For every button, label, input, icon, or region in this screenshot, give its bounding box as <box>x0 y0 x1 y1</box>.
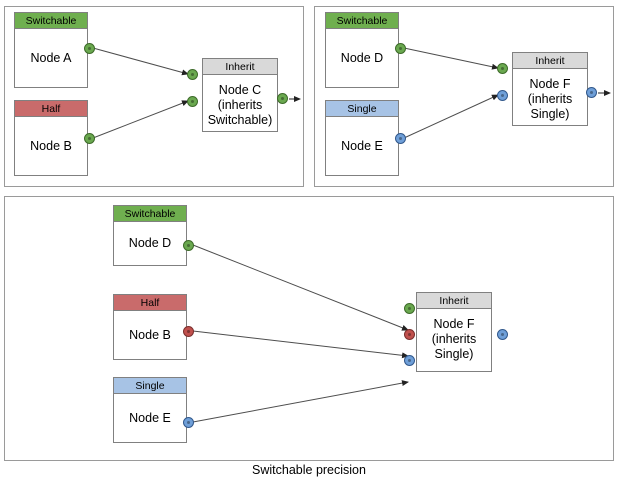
diagram-caption: Switchable precision <box>252 463 366 477</box>
node-f2-label-line3: Single) <box>434 347 474 361</box>
node-f2-label-line2: (inherits <box>431 332 477 346</box>
port-node-f-in-2[interactable] <box>497 90 508 101</box>
node-f-label-line2: (inherits <box>527 92 573 106</box>
port-node-f2-out[interactable] <box>497 329 508 340</box>
node-b2-header: Half <box>114 295 186 311</box>
node-f[interactable]: Inherit Node F (inherits Single) <box>512 52 588 126</box>
node-d2-header: Switchable <box>114 206 186 222</box>
node-f2-label-line1: Node F <box>433 317 475 331</box>
port-node-f2-in-1[interactable] <box>404 303 415 314</box>
node-f2[interactable]: Inherit Node F (inherits Single) <box>416 292 492 372</box>
node-e-header: Single <box>326 101 398 117</box>
node-b-label: Node B <box>30 138 72 153</box>
port-node-c-out[interactable] <box>277 93 288 104</box>
port-node-f-out[interactable] <box>586 87 597 98</box>
node-f2-label: Node F (inherits Single) <box>417 309 491 371</box>
node-c-label: Node C (inherits Switchable) <box>203 75 277 131</box>
node-f2-header: Inherit <box>417 293 491 309</box>
node-a-header: Switchable <box>15 13 87 29</box>
port-node-b2-out[interactable] <box>183 326 194 337</box>
node-e2-header: Single <box>114 378 186 394</box>
port-node-a-out[interactable] <box>84 43 95 54</box>
port-node-c-in-1[interactable] <box>187 69 198 80</box>
node-f-label-line3: Single) <box>530 107 570 121</box>
port-node-d2-out[interactable] <box>183 240 194 251</box>
port-node-d-out[interactable] <box>395 43 406 54</box>
node-e2[interactable]: Single Node E <box>113 377 187 443</box>
node-c-label-line1: Node C <box>218 83 262 97</box>
node-e-label: Node E <box>341 138 383 153</box>
node-d-label: Node D <box>340 50 384 65</box>
node-f-label: Node F (inherits Single) <box>513 69 587 125</box>
node-c[interactable]: Inherit Node C (inherits Switchable) <box>202 58 278 132</box>
node-e[interactable]: Single Node E <box>325 100 399 176</box>
node-b2[interactable]: Half Node B <box>113 294 187 360</box>
node-f-label-line1: Node F <box>529 77 571 91</box>
node-f-header: Inherit <box>513 53 587 69</box>
port-node-f2-in-3[interactable] <box>404 355 415 366</box>
node-e2-label: Node E <box>129 410 171 425</box>
node-c-label-line2: (inherits <box>217 98 263 112</box>
node-c-label-line3: Switchable) <box>207 113 273 127</box>
node-d2-label: Node D <box>128 236 172 250</box>
node-d[interactable]: Switchable Node D <box>325 12 399 88</box>
port-node-b-out[interactable] <box>84 133 95 144</box>
node-b-header: Half <box>15 101 87 117</box>
node-b[interactable]: Half Node B <box>14 100 88 176</box>
node-c-header: Inherit <box>203 59 277 75</box>
node-d-header: Switchable <box>326 13 398 29</box>
port-node-e-out[interactable] <box>395 133 406 144</box>
node-d2[interactable]: Switchable Node D <box>113 205 187 266</box>
panel-bottom <box>4 196 614 461</box>
port-node-e2-out[interactable] <box>183 417 194 428</box>
node-a-label: Node A <box>30 50 72 65</box>
node-b2-label: Node B <box>129 327 171 342</box>
node-a[interactable]: Switchable Node A <box>14 12 88 88</box>
port-node-c-in-2[interactable] <box>187 96 198 107</box>
port-node-f2-in-2[interactable] <box>404 329 415 340</box>
port-node-f-in-1[interactable] <box>497 63 508 74</box>
